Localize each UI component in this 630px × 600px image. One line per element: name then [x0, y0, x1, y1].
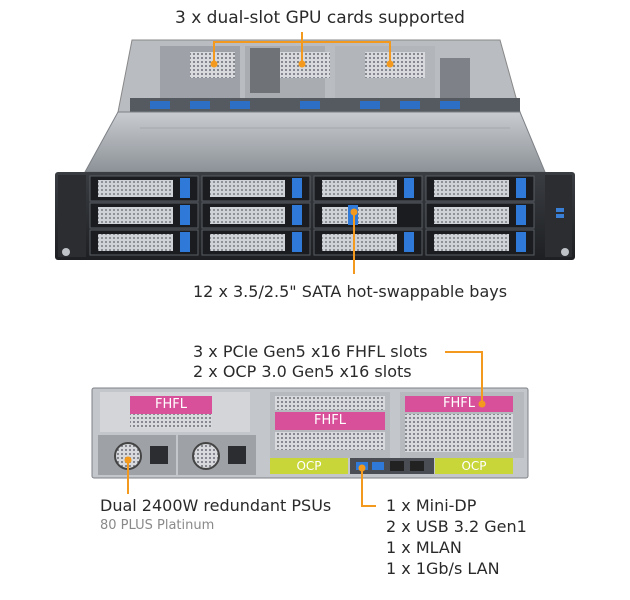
gpu-card-3	[365, 52, 425, 78]
chassis-interior	[117, 39, 521, 113]
io-line-4: 1 x 1Gb/s LAN	[386, 559, 500, 578]
ocp-slot-1	[270, 458, 348, 474]
gpu-caption: 3 x dual-slot GPU cards supported	[175, 8, 465, 28]
fhfl-slot-3	[405, 396, 513, 412]
gpu-callout	[210, 32, 394, 68]
psu-subcaption: 80 PLUS Platinum	[100, 518, 215, 533]
rear-panel	[91, 387, 529, 479]
fhfl-label-2: FHFL	[314, 413, 346, 428]
bay-caption: 12 x 3.5/2.5" SATA hot-swappable bays	[193, 282, 508, 301]
pcie-caption: 3 x PCIe Gen5 x16 FHFL slots	[193, 342, 428, 361]
io-callout	[358, 464, 376, 507]
top-lid	[84, 111, 546, 173]
ocp-slot-2	[435, 458, 513, 474]
ocp-caption: 2 x OCP 3.0 Gen5 x16 slots	[193, 362, 412, 381]
io-line-2: 2 x USB 3.2 Gen1	[386, 517, 527, 536]
io-line-3: 1 x MLAN	[386, 538, 462, 557]
fhfl-label-1: FHFL	[155, 397, 187, 412]
fhfl-slot-2	[275, 412, 385, 430]
fhfl-label-3: FHFL	[443, 396, 475, 411]
pcie-callout	[445, 351, 486, 408]
psu-caption: Dual 2400W redundant PSUs	[100, 496, 332, 515]
bay-callout	[350, 208, 358, 274]
io-line-1: 1 x Mini-DP	[386, 496, 477, 515]
ocp-label-1: OCP	[296, 459, 322, 473]
fhfl-slot-1	[130, 396, 212, 414]
fan-row	[150, 101, 460, 109]
drive-bays	[89, 175, 535, 256]
psu-callout	[124, 456, 132, 494]
ocp-label-2: OCP	[461, 459, 487, 473]
